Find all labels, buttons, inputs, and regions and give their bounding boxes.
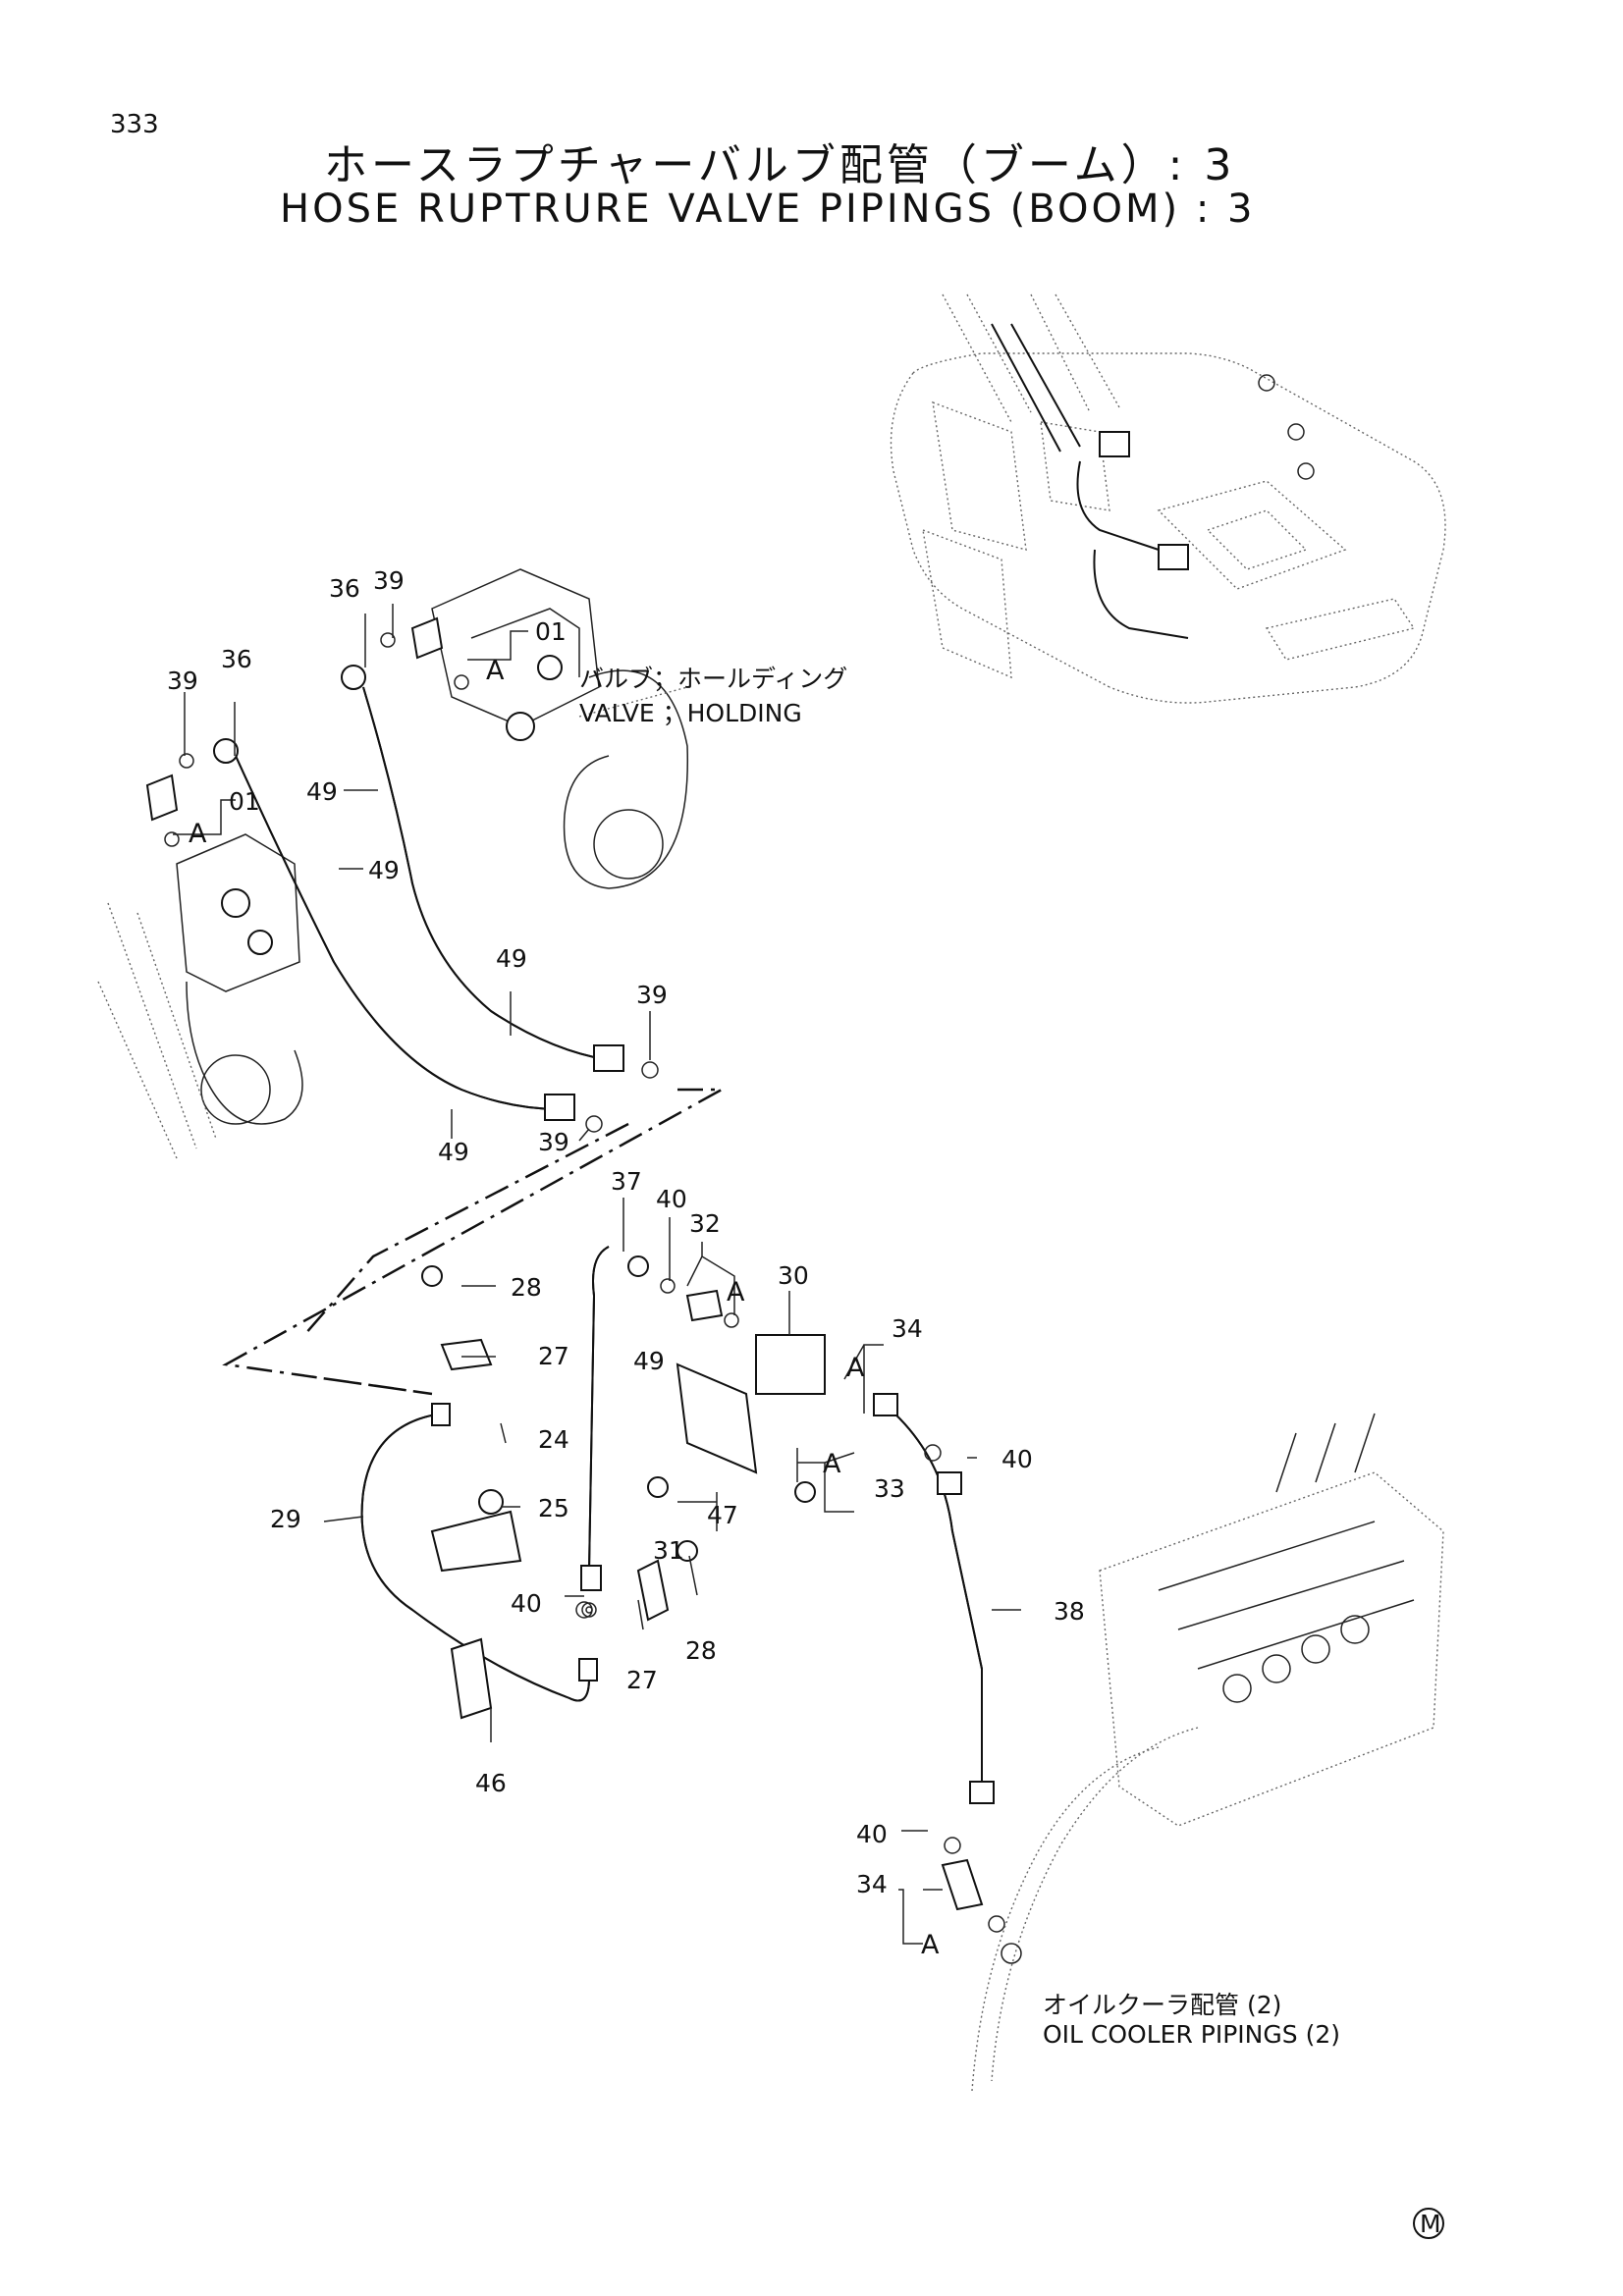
pipe-29 (360, 1403, 598, 1702)
callout-28-a: 28 (511, 1273, 542, 1302)
annotation-oil-cooler-en: OIL COOLER PIPINGS (2) (1043, 2020, 1340, 2049)
callout-40-c: 40 (511, 1589, 542, 1618)
callout-a-5: A (823, 1449, 841, 1479)
manufacturer-mark: M (1413, 2208, 1444, 2239)
title-japanese: ホースラプチャーバルブ配管（ブーム）: 3 (324, 140, 1236, 190)
callout-38: 38 (1054, 1597, 1085, 1626)
callout-40-a: 40 (656, 1185, 687, 1213)
callout-39-d: 39 (538, 1128, 569, 1156)
callout-24: 24 (538, 1425, 569, 1454)
callout-36-a: 36 (329, 574, 360, 603)
holding-valve-left (97, 833, 303, 1159)
callout-49-c: 49 (496, 944, 527, 973)
callout-32: 32 (689, 1209, 721, 1238)
holding-valve-right (431, 568, 689, 889)
callout-28-b: 28 (685, 1636, 717, 1665)
callout-49-e: 49 (633, 1347, 665, 1375)
routing-dash-line (222, 1088, 727, 1396)
callout-36-b: 36 (221, 645, 252, 673)
callout-30: 30 (778, 1261, 809, 1290)
callout-01-b: 01 (229, 787, 260, 816)
callout-34-b: 34 (856, 1870, 888, 1898)
callout-01-a: 01 (535, 617, 567, 646)
hose-38 (873, 1393, 1005, 1933)
callout-46: 46 (475, 1769, 507, 1797)
machine-overview-illustration (890, 294, 1446, 704)
callout-49-b: 49 (368, 856, 400, 884)
leader-lines (173, 604, 1021, 1945)
callout-40-d: 40 (856, 1820, 888, 1848)
hose-49-upper (213, 665, 624, 1121)
callout-31: 31 (653, 1536, 684, 1565)
callout-33: 33 (874, 1474, 905, 1503)
callout-39-b: 39 (167, 667, 198, 695)
callout-27-a: 27 (538, 1342, 569, 1370)
clamp-parts (430, 1334, 826, 1720)
title-english: HOSE RUPTRURE VALVE PIPINGS (BOOM) : 3 (280, 187, 1256, 232)
callout-37: 37 (611, 1167, 642, 1196)
callout-27-b: 27 (626, 1666, 658, 1694)
callout-29: 29 (270, 1505, 301, 1533)
annotation-valve-holding-jp: バルブ；ホールディング (579, 665, 848, 693)
callout-a-3: A (727, 1277, 745, 1308)
callout-49-d: 49 (438, 1138, 469, 1166)
page-number: 333 (110, 110, 159, 139)
callout-47: 47 (707, 1501, 738, 1529)
callout-a-4: A (846, 1353, 865, 1383)
mark-letter: M (1420, 2210, 1441, 2238)
bolts (421, 1265, 816, 1562)
annotation-valve-holding-en: VALVE ；HOLDING (579, 699, 802, 727)
callout-a-2: A (189, 819, 207, 849)
fittings-top (145, 616, 659, 1133)
callout-39-a: 39 (373, 566, 405, 595)
hose-37-49 (580, 1246, 739, 1618)
callout-49-a: 49 (306, 777, 338, 806)
callout-34-a: 34 (892, 1314, 923, 1343)
control-valve-lower-right (971, 1413, 1444, 2092)
callout-a-1: A (486, 656, 505, 686)
callout-25: 25 (538, 1494, 569, 1522)
annotation-oil-cooler-jp: オイルクーラ配管 (2) (1043, 1991, 1282, 2019)
callout-39-c: 39 (636, 981, 668, 1009)
callout-40-b: 40 (1001, 1445, 1033, 1473)
callout-a-6: A (921, 1930, 940, 1960)
